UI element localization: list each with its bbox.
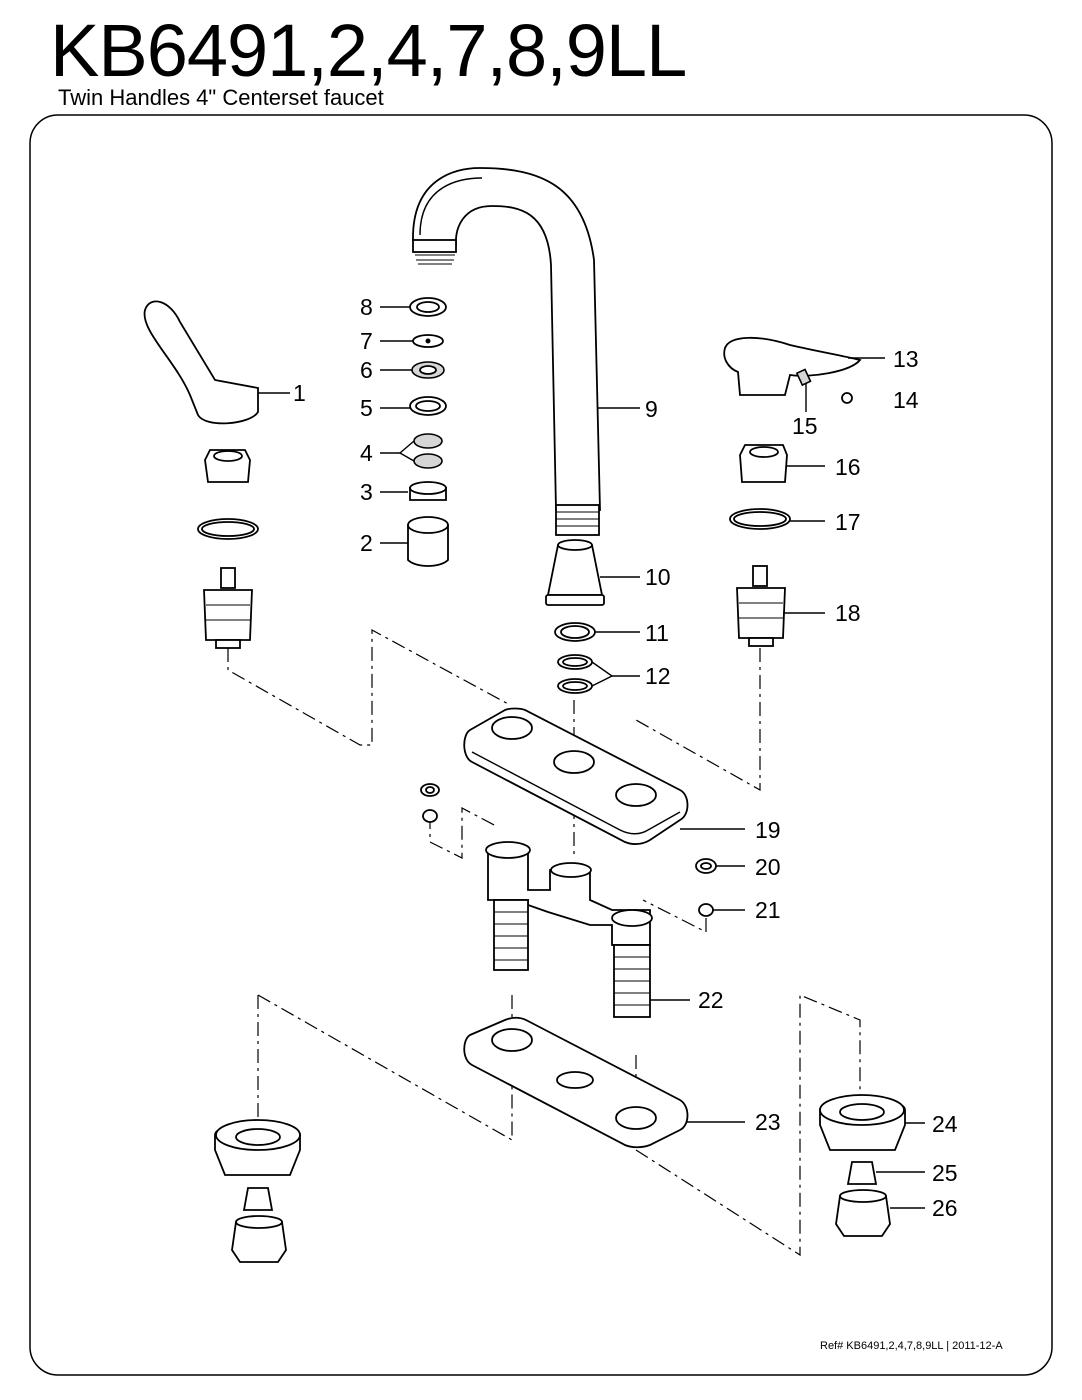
callout-20: 20 (755, 854, 781, 880)
callout-2: 2 (360, 530, 373, 556)
left-handle-assembly (143, 300, 259, 649)
callout-1: 1 (293, 380, 306, 406)
callout-16: 16 (835, 454, 861, 480)
callout-25: 25 (932, 1160, 958, 1186)
escutcheon-part-19 (463, 707, 689, 845)
callout-7: 7 (360, 328, 373, 354)
callout-8: 8 (360, 294, 373, 320)
callout-26: 26 (932, 1195, 958, 1221)
page-subtitle: Twin Handles 4" Centerset faucet (58, 85, 384, 110)
callout-3: 3 (360, 479, 373, 505)
callout-13: 13 (893, 346, 919, 372)
spout-part-9 (412, 167, 601, 536)
left-mounting-hardware (214, 1119, 301, 1263)
callout-24: 24 (932, 1111, 958, 1137)
callout-17: 17 (835, 509, 861, 535)
callout-labels: 1 2 3 4 5 6 7 8 9 10 11 12 13 14 15 16 1… (293, 294, 958, 1221)
spout-base-parts (545, 539, 605, 694)
page-title: KB6491,2,4,7,8,9LL (50, 9, 687, 92)
leader-lines (258, 306, 925, 1209)
right-handle-assembly (723, 336, 862, 647)
callout-11: 11 (645, 620, 669, 646)
callout-10: 10 (645, 564, 671, 590)
reference-note: Ref# KB6491,2,4,7,8,9LL | 2011-12-A (820, 1340, 1003, 1352)
callout-21: 21 (755, 897, 781, 923)
callout-5: 5 (360, 395, 373, 421)
callout-9: 9 (645, 396, 658, 422)
callout-15: 15 (792, 413, 818, 439)
aerator-assembly (407, 297, 449, 567)
valve-body-part-22 (485, 841, 653, 1018)
diagram-frame (29, 114, 1053, 1376)
callout-22: 22 (698, 987, 724, 1013)
callout-12: 12 (645, 663, 671, 689)
gasket-part-23 (463, 1016, 689, 1149)
callout-19: 19 (755, 817, 781, 843)
callout-14: 14 (893, 387, 919, 413)
callout-18: 18 (835, 600, 861, 626)
callout-23: 23 (755, 1109, 781, 1135)
callout-4: 4 (360, 440, 373, 466)
callout-6: 6 (360, 357, 373, 383)
right-mounting-hardware (819, 1094, 906, 1237)
small-washers (420, 783, 717, 917)
